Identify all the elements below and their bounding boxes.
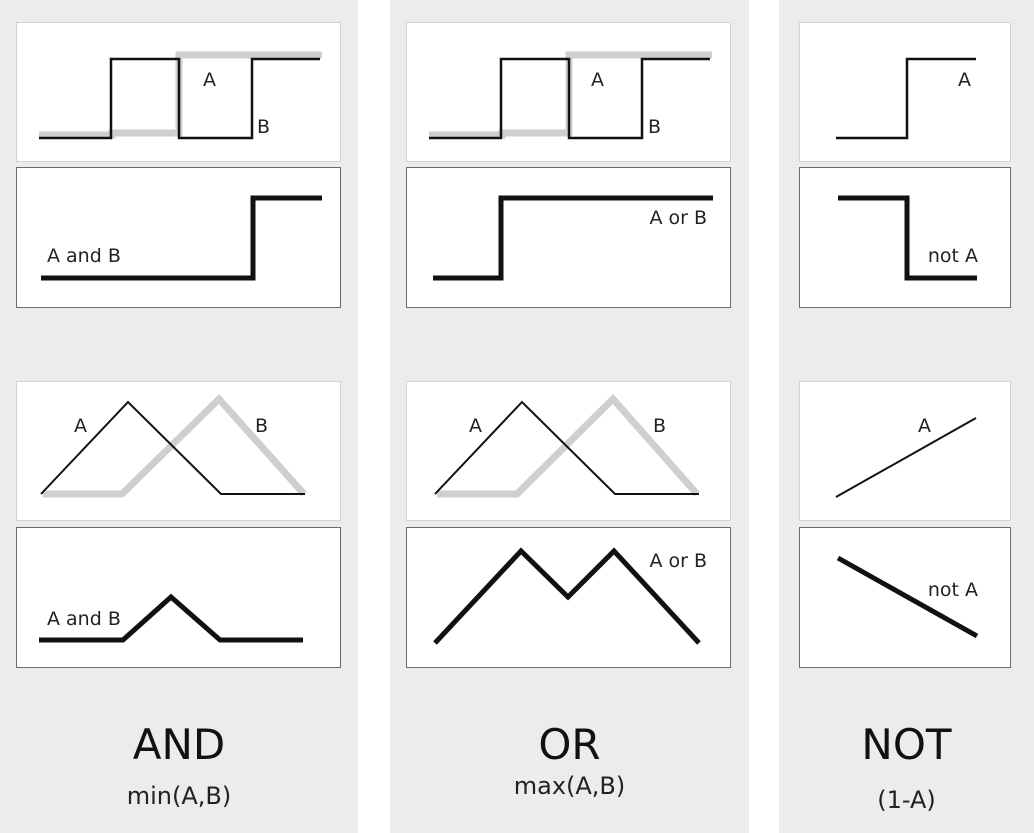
not-crisp-output-panel: not A xyxy=(799,167,1011,308)
and-result-curve xyxy=(39,593,303,643)
operator-title: AND xyxy=(132,720,226,769)
not-crisp-output-diagram: not A xyxy=(838,195,978,281)
label-b: B xyxy=(648,116,661,138)
result-label: not A xyxy=(928,579,978,601)
a-triangle xyxy=(434,400,699,495)
a-line xyxy=(835,417,977,498)
and-crisp-input-diagram: A B xyxy=(39,51,322,140)
not-column: A not A A not A NOT (1-A) xyxy=(779,0,1034,833)
result-label: A and B xyxy=(47,245,121,267)
b-waveform xyxy=(39,51,322,139)
operator-formula: (1-A) xyxy=(877,786,936,814)
not-crisp-input-panel: A xyxy=(799,22,1011,162)
or-column: A B A or B A B A or B OR max(A,B) xyxy=(390,0,749,833)
label-a: A xyxy=(74,415,87,437)
b-triangle xyxy=(437,393,700,498)
or-result-curve xyxy=(433,547,701,645)
not-fuzzy-input-diagram: A xyxy=(835,415,977,498)
result-label: A and B xyxy=(47,608,121,630)
a-waveform xyxy=(836,57,976,140)
label-a: A xyxy=(591,69,604,91)
and-crisp-output-panel: A and B xyxy=(16,167,341,308)
or-fuzzy-output-diagram: A or B xyxy=(433,547,707,645)
result-label: A or B xyxy=(649,550,707,572)
or-result-waveform xyxy=(433,195,713,281)
and-crisp-input-panel: A B xyxy=(16,22,341,162)
and-fuzzy-input-panel: A B xyxy=(16,381,341,521)
not-result-waveform xyxy=(838,195,977,281)
b-triangle xyxy=(43,393,307,498)
or-fuzzy-input-diagram: A B xyxy=(434,393,700,498)
result-label: not A xyxy=(928,245,978,267)
not-result-line xyxy=(836,555,979,639)
a-triangle xyxy=(40,400,305,495)
or-crisp-output-panel: A or B xyxy=(406,167,731,308)
operator-title: NOT xyxy=(861,720,952,769)
and-fuzzy-input-diagram: A B xyxy=(40,393,307,498)
or-crisp-input-panel: A B xyxy=(406,22,731,162)
and-column: A B A and B A B A and B AND min(A,B) xyxy=(0,0,358,833)
and-crisp-output-diagram: A and B xyxy=(41,195,322,281)
not-crisp-input-diagram: A xyxy=(836,57,976,140)
not-fuzzy-output-diagram: not A xyxy=(836,555,979,639)
result-label: A or B xyxy=(649,207,707,229)
label-b: B xyxy=(255,415,268,437)
operator-formula: max(A,B) xyxy=(513,772,626,800)
label-b: B xyxy=(653,415,666,437)
and-fuzzy-output-panel: A and B xyxy=(16,527,341,668)
operator-formula: min(A,B) xyxy=(126,782,232,810)
and-fuzzy-output-diagram: A and B xyxy=(39,593,303,643)
or-crisp-input-diagram: A B xyxy=(429,51,712,140)
label-a: A xyxy=(958,69,971,91)
not-fuzzy-input-panel: A xyxy=(799,381,1011,521)
label-b: B xyxy=(257,116,270,138)
label-a: A xyxy=(203,69,216,91)
label-a: A xyxy=(469,415,482,437)
or-fuzzy-input-panel: A B xyxy=(406,381,731,521)
label-a: A xyxy=(918,415,931,437)
not-fuzzy-output-panel: not A xyxy=(799,527,1011,668)
a-waveform xyxy=(429,57,710,140)
operator-title: OR xyxy=(538,720,601,769)
or-fuzzy-output-panel: A or B xyxy=(406,527,731,668)
b-waveform xyxy=(429,51,712,139)
a-waveform xyxy=(39,57,320,140)
or-crisp-output-diagram: A or B xyxy=(433,195,713,281)
and-result-waveform xyxy=(41,195,322,281)
